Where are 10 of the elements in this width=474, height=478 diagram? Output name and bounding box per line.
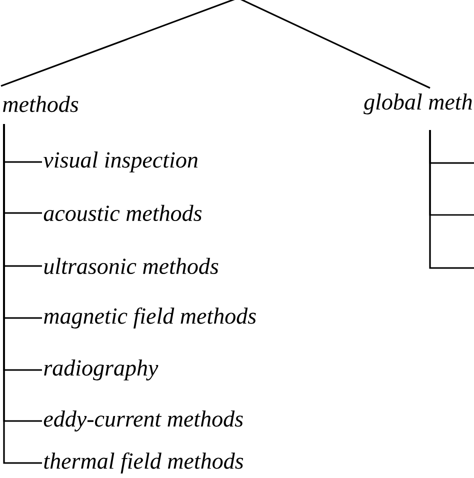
tree-line xyxy=(429,130,474,269)
category-label: global meth xyxy=(364,94,472,114)
method-label: magnetic field methods xyxy=(44,307,256,329)
method-label: radiography xyxy=(44,360,158,380)
method-label: thermal field methods xyxy=(44,452,244,474)
category-label: methods xyxy=(3,96,78,112)
method-label: visual inspection xyxy=(44,152,198,172)
method-label: eddy-current methods xyxy=(44,410,243,432)
method-label: ultrasonic methods xyxy=(44,258,218,274)
method-label: acoustic methods xyxy=(44,204,202,222)
